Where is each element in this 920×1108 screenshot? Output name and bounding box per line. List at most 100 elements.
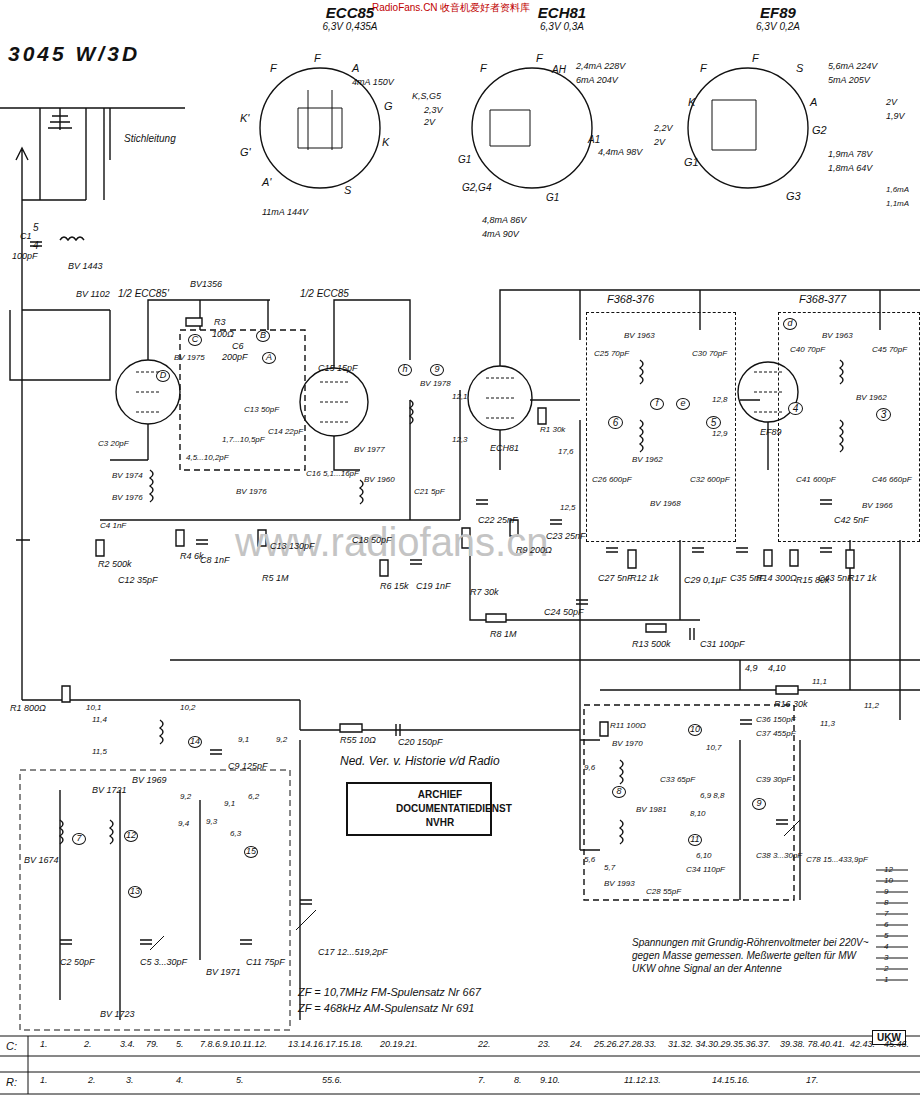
part-label: 2. [88, 1076, 96, 1086]
part-label: C5 3...30pF [140, 958, 187, 968]
part-label: R6 15k [380, 582, 409, 592]
part-label: R12 1k [630, 574, 659, 584]
part-label: Ned. Ver. v. Historie v/d Radio [340, 755, 500, 768]
part-label: 9,2 [276, 736, 287, 745]
part-label: 1,7...10,5pF [222, 436, 265, 445]
part-label: G1 [546, 192, 559, 203]
part-label: 12,8 [712, 396, 728, 405]
part-label: 45.46. [884, 1040, 909, 1050]
part-label: C8 1nF [200, 556, 230, 566]
part-label: BV 1721 [92, 786, 127, 796]
part-label: 24. [570, 1040, 583, 1050]
part-label: C42 5nF [834, 516, 869, 526]
part-label: F [314, 52, 321, 64]
part-label: 1/2 ECC85' [118, 288, 169, 299]
part-label: 5,6 [584, 856, 595, 865]
part-label: 4mA 150V [352, 78, 394, 88]
part-label: 5. [176, 1040, 184, 1050]
part-label: 6mA 204V [576, 76, 618, 86]
part-label: C33 65pF [660, 776, 695, 785]
part-label: 9 [884, 888, 888, 897]
part-label: 12,5 [560, 504, 576, 513]
part-label: C78 15...433,9pF [806, 856, 868, 865]
part-label: BV 1963 [822, 332, 853, 341]
part-label: 7. [478, 1076, 486, 1086]
part-label: C22 25nF [478, 516, 518, 526]
part-label: 11mA 144V [262, 208, 308, 218]
part-label: 2,4mA 228V [576, 62, 625, 72]
part-label: BV 1976 [236, 488, 267, 497]
part-label: 11,2 [864, 702, 879, 711]
part-label: C39 30pF [756, 776, 791, 785]
part-label: 6,9 8,8 [700, 792, 724, 801]
part-label: ECH81 [490, 444, 519, 454]
part-label: 9,6 [584, 764, 595, 773]
part-label: F [536, 52, 543, 64]
part-label: BV 1960 [364, 476, 395, 485]
part-label: 8. [514, 1076, 522, 1086]
part-label: BV 1969 [132, 776, 167, 786]
part-label: 5,7 [604, 864, 615, 873]
part-label: C19 1nF [416, 582, 451, 592]
part-label: G2,G4 [462, 182, 491, 193]
part-label: BV1356 [190, 280, 222, 290]
part-label: 42.43. [850, 1040, 875, 1050]
part-label: C29 0,1µF [684, 576, 726, 586]
part-label: C31 100pF [700, 640, 745, 650]
part-label: 1. [40, 1040, 48, 1050]
part-label: C38 3...30pF [756, 852, 802, 861]
part-label: 12,9 [712, 430, 728, 439]
part-label: 22. [478, 1040, 491, 1050]
part-label: 100Ω [212, 330, 234, 340]
part-label: C20 150pF [398, 738, 443, 748]
part-label: 9.10. [540, 1076, 560, 1086]
part-label: C4 1nF [100, 522, 126, 531]
diagram-title: 3045 W/3D [8, 42, 140, 66]
part-label: C18 50pF [352, 536, 392, 546]
part-label: 4,8mA 86V [482, 216, 526, 226]
part-label: C26 600pF [592, 476, 632, 485]
part-label: 1,9V [886, 112, 905, 122]
part-label: 5,6mA 224V [828, 62, 877, 72]
part-label: 1,8mA 64V [828, 164, 872, 174]
part-label: 3. [126, 1076, 134, 1086]
part-label: BV 1993 [604, 880, 635, 889]
part-label: A [352, 62, 359, 74]
part-label: C40 70pF [790, 346, 825, 355]
part-label: 2V [424, 118, 435, 128]
part-label: 55.6. [322, 1076, 342, 1086]
part-label: C24 50pF [544, 608, 584, 618]
callout-number: C [188, 334, 202, 346]
part-label: K,S,G5 [412, 92, 441, 102]
part-label: C30 70pF [692, 350, 727, 359]
stamp-node: ARCHIEF DOCUMENTATIEDIENST NVHR [346, 782, 492, 836]
part-label: 2,3V [424, 106, 443, 116]
part-label: R14 300Ω [756, 574, 797, 584]
part-label: 9,1 [224, 800, 235, 809]
part-label: 1,6mA [886, 186, 909, 195]
part-label: K [382, 136, 389, 148]
part-label: C6 [232, 342, 244, 352]
part-label: 3 [884, 954, 888, 963]
part-label: BV 1970 [612, 740, 643, 749]
callout-number: 8 [612, 786, 626, 798]
part-label: G2 [812, 124, 827, 136]
part-label: R17 1k [848, 574, 877, 584]
part-label: G3 [786, 190, 801, 202]
part-label: Stichleitung [124, 133, 176, 144]
node-text: EF89 [690, 4, 866, 21]
callout-number: f [650, 398, 664, 410]
part-label: C12 35pF [118, 576, 158, 586]
callout-number: 3 [876, 408, 891, 421]
part-label: BV 1977 [354, 446, 385, 455]
callout-number: 4 [788, 402, 803, 415]
part-label: C45 70pF [872, 346, 907, 355]
part-label: 11,3 [820, 720, 835, 729]
part-label: A1 [588, 134, 600, 145]
part-label: C34 110pF [686, 866, 725, 875]
part-label: 7 [884, 910, 888, 919]
part-label: 12 [884, 866, 893, 875]
part-label: 11,5 [92, 748, 107, 757]
part-label: C32 600pF [690, 476, 730, 485]
part-label: 3.4. [120, 1040, 135, 1050]
